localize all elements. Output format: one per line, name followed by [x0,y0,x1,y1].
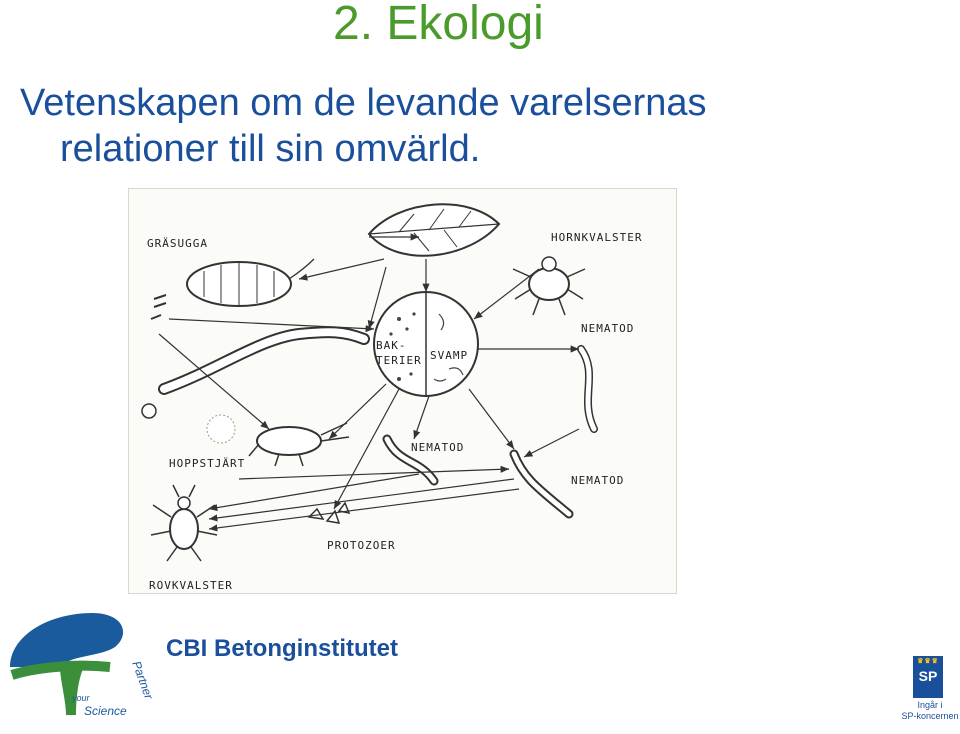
label-nematod-right: NEMATOD [571,474,624,487]
cbi-logo-text-2: Science [84,704,127,718]
sp-caption-line-2: SP-koncernen [901,711,959,721]
label-hoppstjart: HOPPSTJÄRT [169,457,245,470]
nematode-right-drawing: NEMATOD [509,449,624,519]
cbi-logo-graphic: your Science Partner [10,613,156,718]
label-svamp: SVAMP [430,349,468,362]
label-hornkvalster: HORNKVALSTER [551,231,642,244]
cbi-logo: your Science Partner [0,605,160,729]
sp-caption-line-1: Ingår i [917,700,943,710]
nematode-top-drawing: NEMATOD [577,322,634,433]
woodlouse-drawing: GRÄSUGGA [147,237,315,307]
predatory-mite-drawing: ROVKVALSTER [149,484,233,592]
sp-logo: ♛♛♛ SP [913,656,943,698]
bacteria-fungi-circle: BAK- TERIER SVAMP [373,291,479,397]
food-web-arrows [158,233,580,532]
label-grasugga: GRÄSUGGA [147,237,208,250]
label-protozoer: PROTOZOER [327,539,396,552]
nematode-mid-drawing: NEMATOD [382,434,464,486]
subtitle-line-1: Vetenskapen om de levande varelsernas [20,82,707,124]
label-rovkvalster: ROVKVALSTER [149,579,233,592]
earthworm-drawing [141,294,370,419]
springtail-drawing: HOPPSTJÄRT [169,414,350,470]
leaf-drawing [367,203,501,257]
diagram-drawing: BAK- TERIER SVAMP GRÄSUGGA HORNKVALSTER … [141,203,642,592]
slide-subtitle: Vetenskapen om de levande varelsernas re… [20,80,707,172]
label-bakterier-1: BAK- [376,339,407,352]
cbi-logo-text-1: your [71,693,91,703]
cbi-company-name: CBI Betonginstitutet [166,635,398,662]
subtitle-line-2: relationer till sin omvärld. [60,128,481,170]
crowns-icon: ♛♛♛ [917,658,939,665]
label-nematod-top: NEMATOD [581,322,634,335]
label-nematod-mid: NEMATOD [411,441,464,454]
sp-logo-text: SP [918,668,938,684]
sp-caption: Ingår i SP-koncernen [900,700,960,722]
horn-mite-drawing: HORNKVALSTER [512,231,642,316]
slide-title: 2. Ekologi [333,0,544,50]
soil-food-web-diagram: BAK- TERIER SVAMP GRÄSUGGA HORNKVALSTER … [128,188,677,594]
cbi-logo-text-3: Partner [129,659,156,702]
label-bakterier-2: TERIER [376,354,422,367]
protozoa-drawing: PROTOZOER [307,501,396,552]
